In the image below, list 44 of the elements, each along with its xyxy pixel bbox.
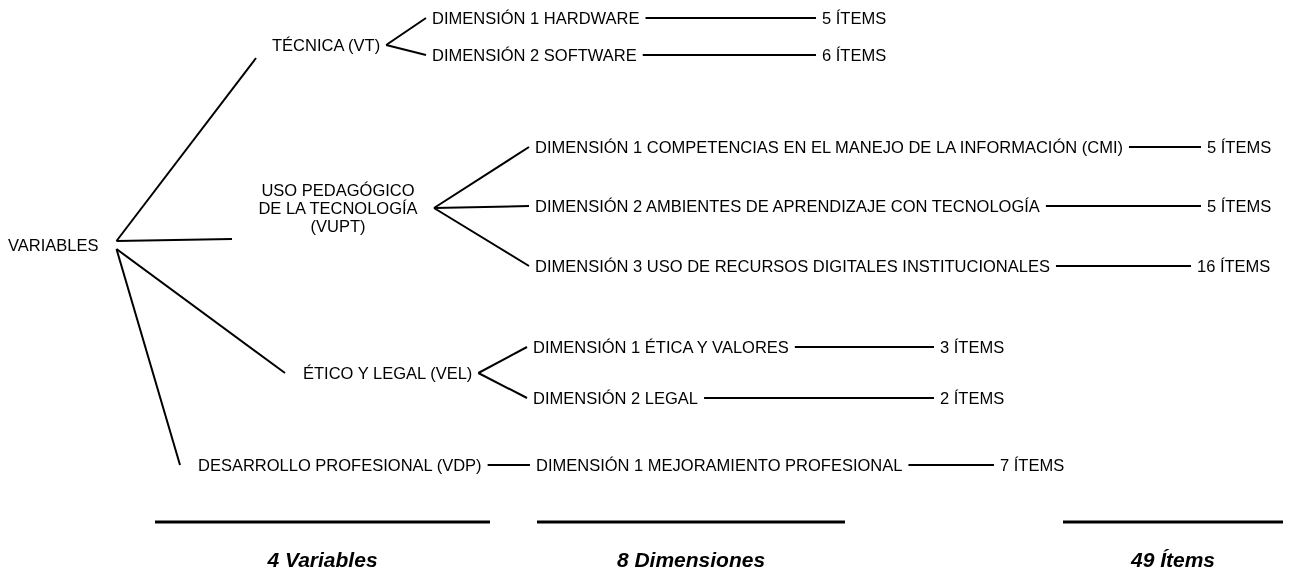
item-count-label: 5 ÍTEMS xyxy=(822,9,887,27)
summary-label: 49 Ítems xyxy=(1130,548,1216,572)
item-count-label: 6 ÍTEMS xyxy=(822,46,887,64)
connector-line xyxy=(486,464,531,466)
connector-line xyxy=(1127,146,1202,148)
dimension-label: DIMENSIÓN 1 ÉTICA Y VALORES xyxy=(533,338,789,356)
connector-line xyxy=(385,44,427,56)
connector-line xyxy=(115,248,286,374)
dimension-label: DIMENSIÓN 1 HARDWARE xyxy=(432,9,640,27)
variable-label: USO PEDAGÓGICO DE LA TECNOLOGÍA (VUPT) xyxy=(248,181,428,235)
connector-line xyxy=(703,397,935,399)
connector-line xyxy=(793,346,935,348)
connector-line xyxy=(433,146,530,209)
item-count-label: 7 ÍTEMS xyxy=(1000,456,1065,474)
connector-line xyxy=(641,54,817,56)
item-count-label: 3 ÍTEMS xyxy=(940,338,1005,356)
item-count-label: 2 ÍTEMS xyxy=(940,389,1005,407)
connector-line xyxy=(385,17,427,46)
root-label: VARIABLES xyxy=(8,236,99,254)
dimension-label: DIMENSIÓN 1 MEJORAMIENTO PROFESIONAL xyxy=(536,456,903,474)
connector-line xyxy=(644,17,817,19)
dimension-label: DIMENSIÓN 3 USO DE RECURSOS DIGITALES INSTITUCIONALES xyxy=(535,257,1050,275)
variable-label: ÉTICO Y LEGAL (VEL) xyxy=(303,364,473,382)
connector-line xyxy=(115,238,233,242)
item-count-label: 16 ÍTEMS xyxy=(1197,257,1271,275)
connector-line xyxy=(477,372,528,399)
connector-line xyxy=(907,464,995,466)
connector-line xyxy=(1044,205,1202,207)
dimension-label: DIMENSIÓN 2 AMBIENTES DE APRENDIZAJE CON TECNOLOGÍA xyxy=(535,197,1040,215)
summary-label: 4 Variables xyxy=(267,548,378,572)
variable-label: TÉCNICA (VT) xyxy=(272,36,381,54)
variable-label: DESARROLLO PROFESIONAL (VDP) xyxy=(198,456,482,474)
connector-line xyxy=(115,248,181,466)
dimension-label: DIMENSIÓN 2 SOFTWARE xyxy=(432,46,637,64)
item-count-label: 5 ÍTEMS xyxy=(1207,138,1272,156)
connector-line xyxy=(1054,265,1192,267)
summary-label: 8 Dimensiones xyxy=(616,548,766,572)
connector-line xyxy=(115,57,257,242)
dimension-label: DIMENSIÓN 1 COMPETENCIAS EN EL MANEJO DE LA INFORMACIÓN (CMI) xyxy=(535,138,1123,156)
connector-line xyxy=(433,205,530,209)
connector-line xyxy=(477,346,528,374)
dimension-label: DIMENSIÓN 2 LEGAL xyxy=(533,389,699,407)
connector-line xyxy=(433,207,530,267)
item-count-label: 5 ÍTEMS xyxy=(1207,197,1272,215)
